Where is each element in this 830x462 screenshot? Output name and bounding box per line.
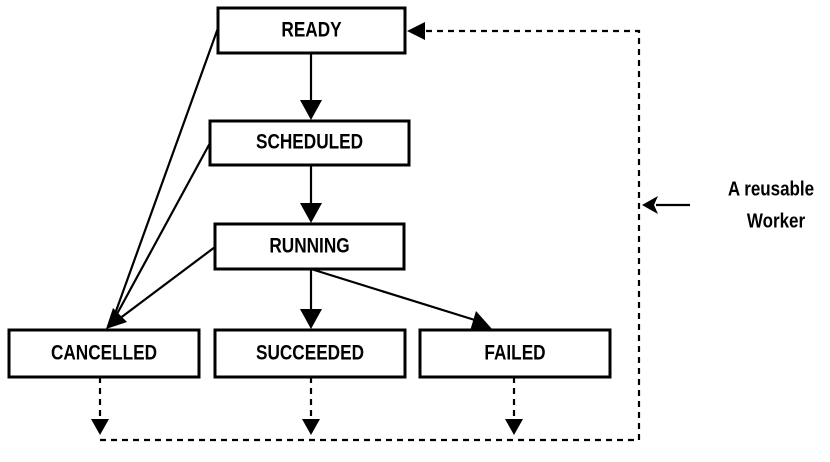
state-ready: READY (216, 6, 407, 55)
edge-ready-to-cancelled (109, 27, 220, 326)
reusable-worker-annotation: A reusable Worker (728, 177, 814, 232)
annotation-line-1: A reusable (728, 177, 814, 200)
state-scheduled-label: SCHEDULED (256, 131, 363, 154)
state-ready-label: READY (281, 19, 341, 42)
edge-running-to-cancelled (110, 246, 216, 326)
arrowhead-succeeded (300, 309, 322, 329)
state-scheduled: SCHEDULED (208, 119, 411, 167)
reuse-return-path (100, 29, 641, 442)
drop-failed-arrowhead (505, 419, 523, 435)
state-running: RUNNING (213, 222, 406, 271)
state-succeeded: SUCCEEDED (213, 328, 407, 379)
annotation-pointer (642, 196, 690, 214)
annotation-line-2: Worker (747, 209, 805, 232)
state-running-label: RUNNING (269, 235, 349, 258)
arrowhead-scheduled (300, 100, 322, 120)
state-failed: FAILED (418, 328, 612, 379)
state-ready-box (216, 6, 407, 55)
state-running-box (213, 222, 406, 271)
solid-transitions (106, 27, 492, 331)
state-cancelled: CANCELLED (7, 328, 201, 379)
state-succeeded-label: SUCCEEDED (256, 342, 364, 365)
drop-cancelled-arrowhead (91, 419, 109, 435)
arrowhead-failed (470, 311, 492, 331)
state-failed-label: FAILED (484, 342, 545, 365)
drop-succeeded-arrowhead (302, 419, 320, 435)
state-succeeded-box (213, 328, 407, 379)
edge-running-to-failed (310, 267, 479, 323)
reuse-loop (91, 22, 641, 442)
arrowhead-cancelled (106, 308, 127, 329)
arrowhead-running (300, 203, 322, 223)
state-scheduled-box (208, 119, 411, 167)
state-cancelled-box (7, 328, 201, 379)
edge-scheduled-to-cancelled (110, 142, 211, 326)
annotation-pointer-arrowhead (642, 196, 658, 214)
reuse-return-arrowhead (407, 22, 425, 40)
state-failed-box (418, 328, 612, 379)
state-cancelled-label: CANCELLED (51, 342, 157, 365)
